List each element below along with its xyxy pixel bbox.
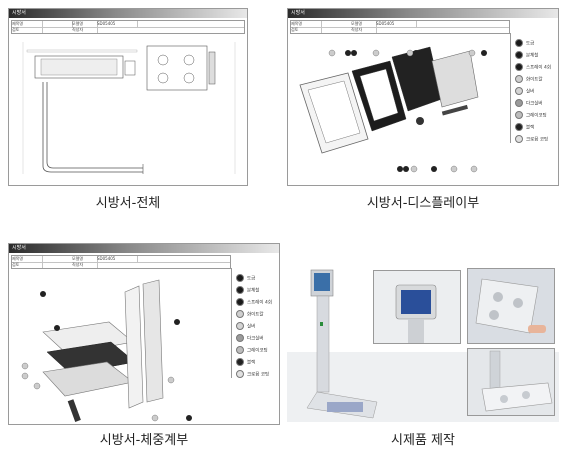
legend-swatch-icon (236, 370, 244, 378)
legend-swatch-icon (515, 111, 523, 119)
legend-label: 그레이코팅 (247, 348, 268, 354)
legend-swatch-icon (236, 334, 244, 342)
legend-label: 크로뮴 코팅 (526, 137, 549, 143)
panel-header: 시방서 (288, 9, 558, 18)
legend-label: 스프레이 4회 (247, 300, 272, 306)
spec-header-table: 제목명 모델명 SD05405 검토 직성자 (11, 255, 231, 269)
legend-swatch-icon (515, 39, 523, 47)
legend-label: 블랙 (526, 125, 535, 131)
legend-label: 화이트칼 (247, 312, 264, 318)
scale-exploded-view (21, 279, 192, 422)
spec-panel-overall: 시방서 제목명 모델명 SD05405 검토 직성자 (8, 8, 248, 186)
legend-swatch-icon (236, 346, 244, 354)
legend-swatch-icon (515, 63, 523, 71)
legend-item: 화이트칼 (515, 75, 543, 84)
spec-header-table: 제목명 모델명 SD05405 검토 직성자 (11, 20, 245, 34)
legend-swatch-icon (515, 87, 523, 95)
legend-label: 크로뮴 코팅 (247, 372, 270, 378)
legend-swatch-icon (236, 322, 244, 330)
legend-item: 스프레이 4회 (236, 298, 272, 307)
spec-header-table: 제목명 모델명 SD05405 검토 직성자 (290, 20, 510, 34)
legend-swatch-icon (515, 99, 523, 107)
legend-label: 실버 (526, 89, 535, 95)
legend-swatch-icon (515, 135, 523, 143)
prototype-photos (287, 262, 559, 422)
legend-swatch-icon (236, 358, 244, 366)
legend-label: 다크실버 (526, 101, 543, 107)
legend-item: 스프레이 4회 (515, 63, 551, 72)
legend-label: 블랙 (247, 360, 256, 366)
legend-label: 도금 (247, 276, 256, 282)
legend-item: 다크실버 (515, 99, 543, 108)
legend-label: 스프레이 4회 (526, 65, 551, 71)
legend-label: 화이트칼 (526, 77, 543, 83)
caption-display: 시방서-디스플레이부 (366, 196, 480, 211)
legend-item: 실버 (236, 322, 255, 331)
caption-prototype: 시제품 제작 (391, 433, 455, 448)
legend-item: 크로뮴 코팅 (515, 135, 548, 144)
legend-label: 그레이코팅 (526, 113, 547, 119)
legend-item: 그레이코팅 (515, 111, 547, 120)
panel-header: 시방서 (9, 244, 279, 253)
legend-label: 다크실버 (247, 336, 264, 342)
scale-base-photo (467, 348, 555, 416)
legend-item: 블랙 (515, 123, 534, 132)
legend-item: 크로뮴 코팅 (236, 370, 269, 379)
legend-item: 다크실버 (236, 334, 264, 343)
panel-header: 시방서 (9, 9, 247, 18)
legend-item: 분체철 (236, 286, 259, 295)
overall-technical-drawing (22, 42, 236, 174)
legend-item: 블랙 (236, 358, 255, 367)
display-exploded-view (299, 46, 487, 173)
legend-swatch-icon (515, 75, 523, 83)
legend-item: 그레이코팅 (236, 346, 268, 355)
display-closeup-photo (373, 270, 461, 344)
legend-swatch-icon (236, 274, 244, 282)
legend-label: 분체철 (526, 53, 539, 59)
legend-label: 분체철 (247, 288, 260, 294)
back-housing-photo (467, 268, 555, 344)
legend-item: 분체철 (515, 51, 538, 60)
legend-swatch-icon (236, 298, 244, 306)
legend-item: 도금 (236, 274, 255, 283)
legend-item: 도금 (515, 39, 534, 48)
legend-item: 화이트칼 (236, 310, 264, 319)
caption-scale: 시방서-체중계부 (99, 433, 189, 448)
legend-swatch-icon (236, 286, 244, 294)
legend-swatch-icon (236, 310, 244, 318)
legend-item: 실버 (515, 87, 534, 96)
caption-overall: 시방서-전체 (95, 196, 161, 211)
legend-label: 도금 (526, 41, 535, 47)
legend-swatch-icon (515, 123, 523, 131)
legend-label: 실버 (247, 324, 256, 330)
legend-swatch-icon (515, 51, 523, 59)
